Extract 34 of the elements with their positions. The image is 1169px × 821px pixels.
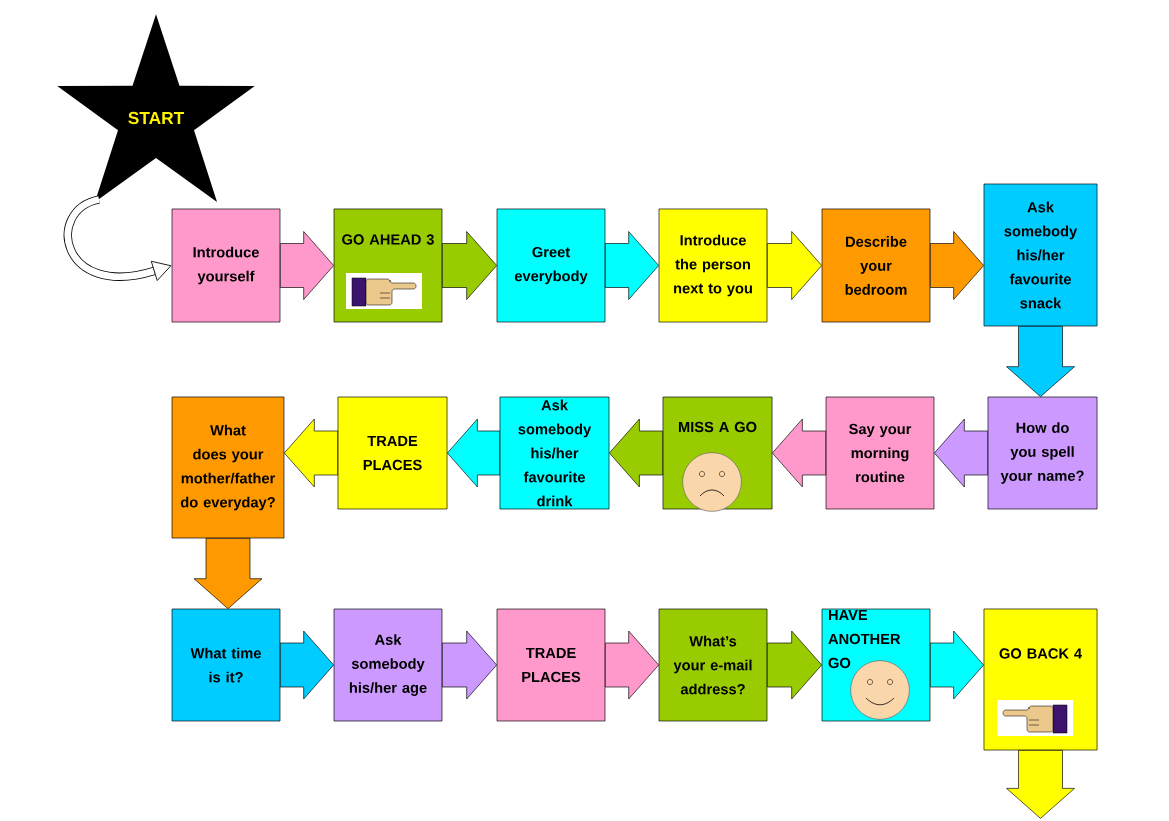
block-arrow [193,538,263,609]
block-arrow [609,418,663,488]
block-arrow [1006,326,1075,397]
block-arrow [767,630,822,700]
game-square: Describe your bedroom [821,208,931,323]
block-arrow [447,418,500,488]
block-arrow [772,418,826,488]
block-arrow [442,630,497,700]
block-arrow [930,231,984,300]
block-arrow [605,630,659,700]
game-square: Say your morning routine [825,396,935,510]
game-square: TRADE PLACES [496,608,606,722]
block-arrow [767,231,822,300]
game-square: Ask somebody his/her favourite snack [983,183,1098,327]
game-square: What time is it? [171,608,281,722]
game-square: TRADE PLACES [337,396,448,510]
game-square: Introduce yourself [171,208,281,323]
block-arrow [280,630,334,700]
game-square: Ask somebody his/her age [333,608,443,722]
game-square: What does your mother/father do everyday? [171,396,285,539]
block-arrow [280,231,334,300]
game-square: How do you spell your name? [987,396,1098,510]
game-square: Ask somebody his/her favourite drink [499,396,610,510]
game-square: What’s your e-mail address? [658,608,768,722]
start-star: START [57,14,255,202]
block-arrow [930,630,984,700]
game-square: Introduce the person next to you [658,208,768,323]
block-arrow [605,231,659,300]
game-square: Greet everybody [496,208,606,323]
block-arrow [442,231,497,300]
block-arrow [1006,750,1075,819]
curved-arrow [64,195,172,281]
block-arrow [284,418,338,488]
block-arrow [934,418,988,488]
